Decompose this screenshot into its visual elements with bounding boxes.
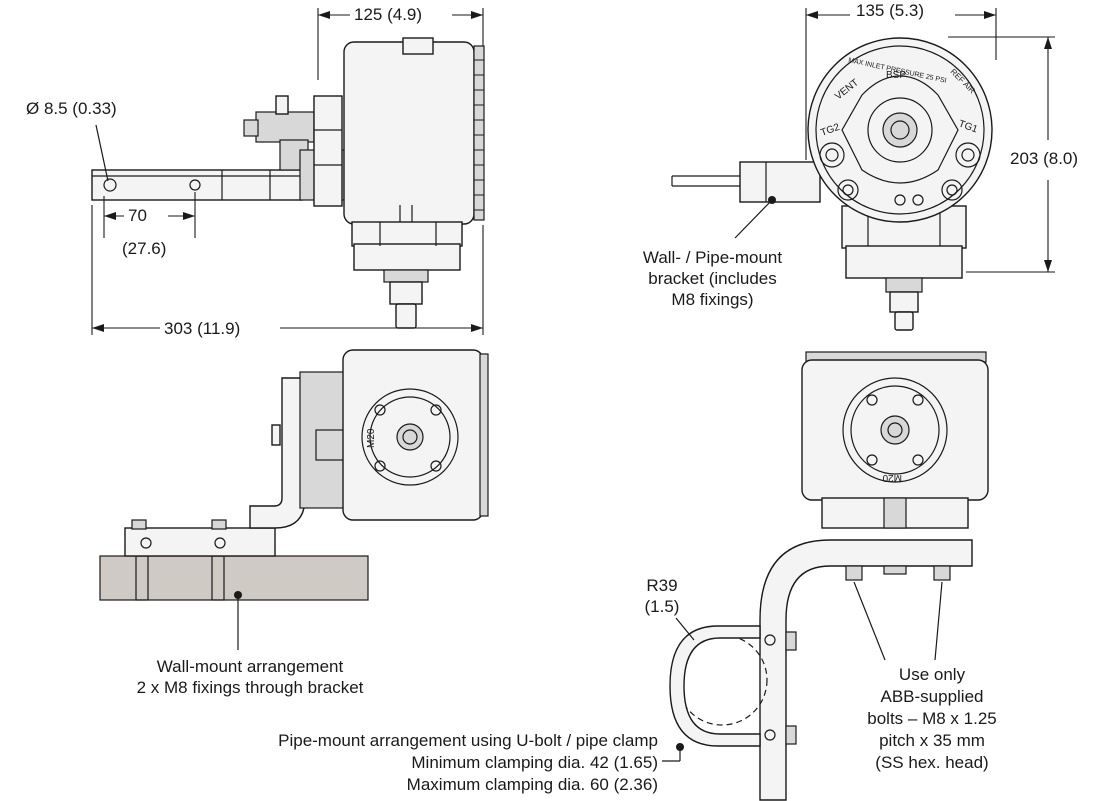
m20-label-left: M20 bbox=[366, 428, 377, 448]
dim-bend-radius-mm: R39 bbox=[646, 576, 678, 595]
pipe-mount-view: M20 bbox=[662, 351, 989, 801]
callout-bolts-line-4: pitch x 35 mm bbox=[879, 731, 985, 750]
wall-section bbox=[99, 555, 369, 601]
callout-wall-mount: Wall-mount arrangement 2 x M8 fixings th… bbox=[100, 656, 400, 698]
cover-ribs bbox=[474, 59, 484, 211]
callout-pipe-mount-line-3: Maximum clamping dia. 60 (2.36) bbox=[406, 775, 658, 794]
front-view-port-face: VENT TG2 TG1 BSP REF AIR MAX INLET PRESS… bbox=[671, 8, 1055, 331]
callout-pipe-mount: Pipe-mount arrangement using U-bolt / pi… bbox=[120, 730, 658, 796]
port-label-bsp: BSP bbox=[886, 70, 906, 81]
side-view-wall-bracket bbox=[91, 8, 485, 335]
dim-hole-spacing-in: (27.6) bbox=[122, 239, 167, 258]
callout-bolts-line-3: bolts – M8 x 1.25 bbox=[867, 709, 997, 728]
wall-mount-view: M20 bbox=[99, 349, 489, 650]
dim-hole-diameter: Ø 8.5 (0.33) bbox=[26, 99, 117, 118]
callout-pipe-mount-line-2: Minimum clamping dia. 42 (1.65) bbox=[411, 753, 658, 772]
callout-wall-mount-line-2: 2 x M8 fixings through bracket bbox=[136, 678, 364, 697]
callout-pipe-mount-line-1: Pipe-mount arrangement using U-bolt / pi… bbox=[278, 731, 658, 750]
dim-width-right: 135 (5.3) bbox=[852, 0, 929, 21]
callout-bracket-line-3: M8 fixings) bbox=[671, 290, 754, 309]
m20-label-right: M20 bbox=[882, 472, 902, 483]
callout-bolts: Use only ABB-supplied bolts – M8 x 1.25 … bbox=[832, 664, 1032, 774]
dim-bend-radius-in: (1.5) bbox=[644, 597, 680, 616]
callout-bracket: Wall- / Pipe-mount bracket (includes M8 … bbox=[605, 247, 820, 310]
callout-wall-mount-line-1: Wall-mount arrangement bbox=[156, 657, 344, 676]
dim-height: 203 (8.0) bbox=[1006, 148, 1083, 169]
dim-bend-radius: R39 (1.5) bbox=[632, 575, 692, 617]
callout-bolts-line-2: ABB-supplied bbox=[880, 687, 984, 706]
callout-bolts-line-1: Use only bbox=[898, 665, 966, 684]
callout-bolts-line-5: (SS hex. head) bbox=[875, 753, 989, 772]
callout-bracket-line-2: bracket (includes bbox=[648, 269, 777, 288]
dim-width-left: 125 (4.9) bbox=[350, 4, 427, 25]
dim-overall-length: 303 (11.9) bbox=[160, 318, 245, 339]
callout-bracket-line-1: Wall- / Pipe-mount bbox=[642, 248, 783, 267]
dim-hole-spacing-mm: 70 bbox=[124, 205, 151, 226]
